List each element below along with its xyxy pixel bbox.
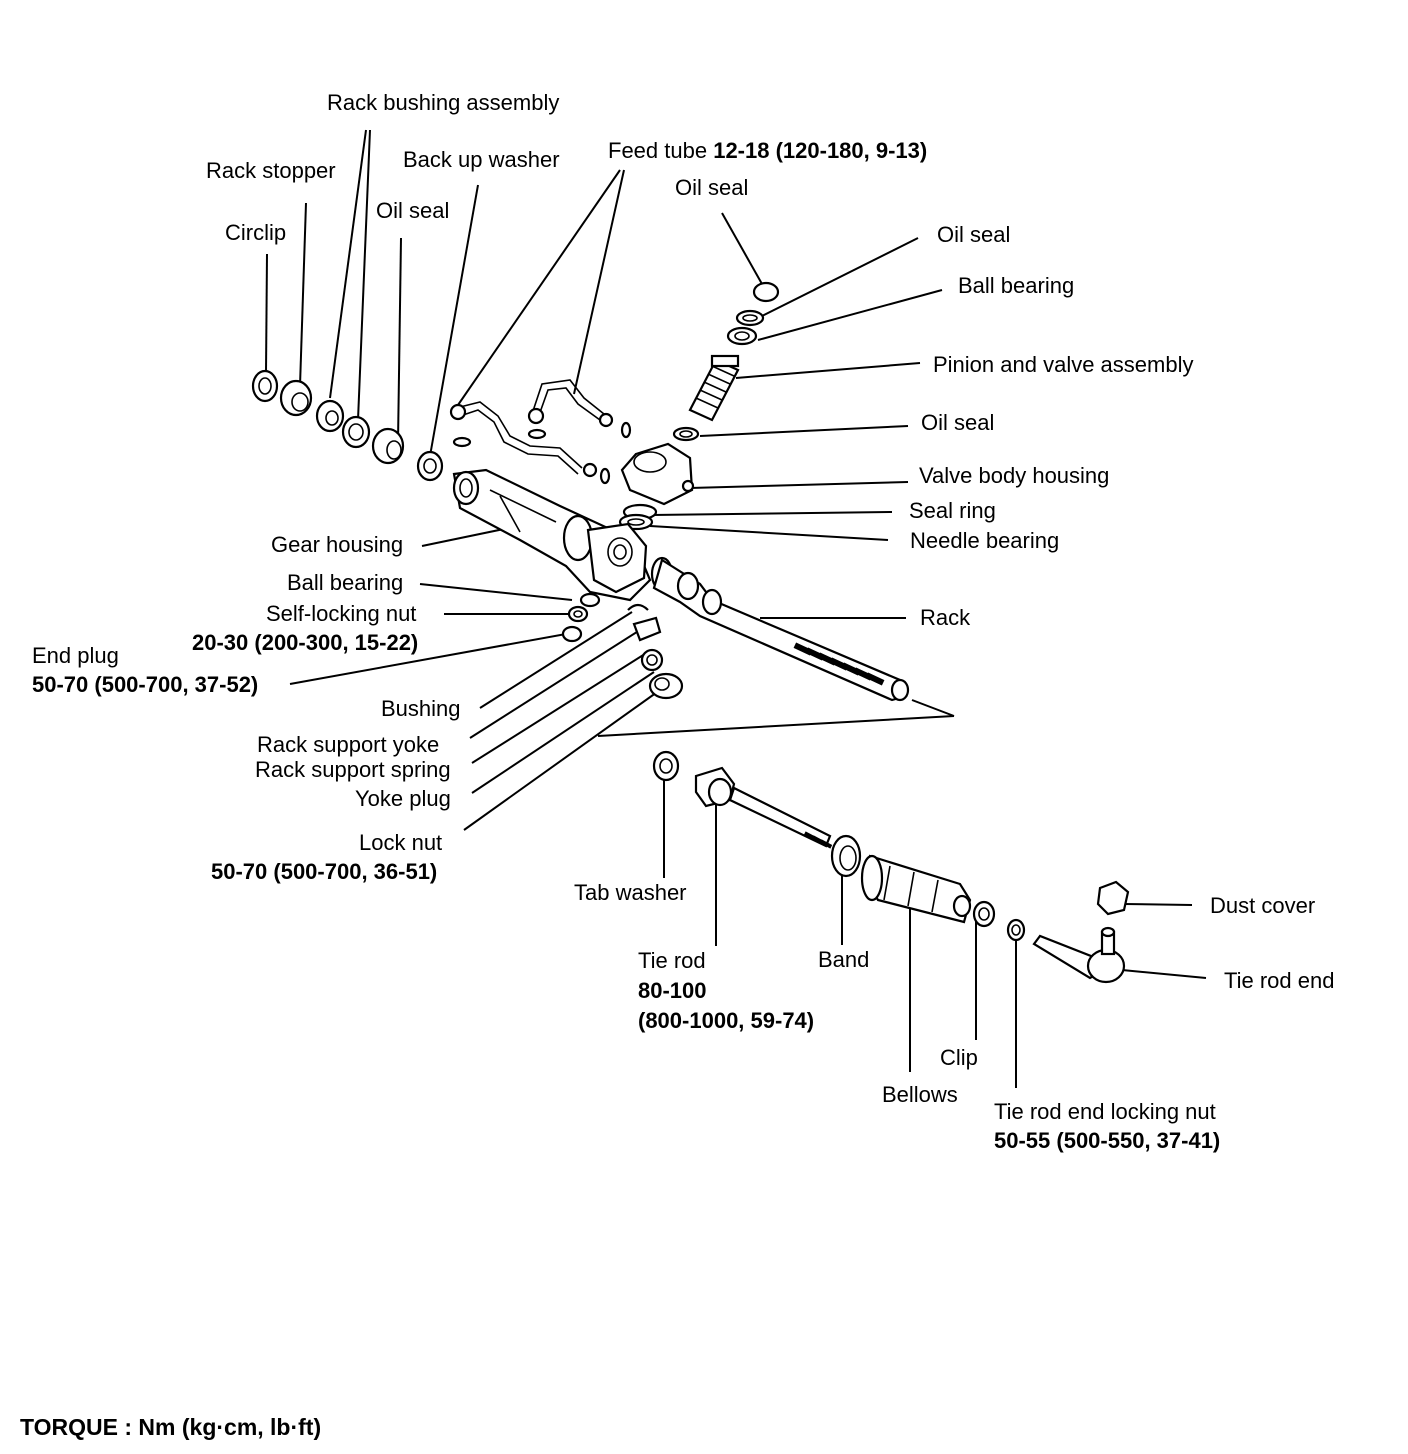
label-rack-bushing-assembly: Rack bushing assembly [327, 90, 560, 115]
label-band: Band [818, 947, 870, 972]
label-ball-bearing-top: Ball bearing [958, 273, 1075, 298]
label-lock-nut-torque: 50-70 (500-700, 36-51) [211, 859, 438, 884]
tie-rod-assembly-art [652, 750, 1026, 942]
label-lock-nut: Lock nut [359, 830, 443, 855]
label-end-plug: End plug [32, 643, 119, 668]
label-rack-support-spring: Rack support spring [255, 757, 451, 782]
label-circlip: Circlip [225, 220, 287, 245]
rack-art [652, 558, 910, 702]
label-bellows: Bellows [882, 1082, 958, 1107]
torque-units-footer: TORQUE : Nm (kg·cm, lb·ft) [20, 1414, 322, 1440]
valve-body-housing-art [618, 442, 695, 531]
label-end-plug-torque: 50-70 (500-700, 37-52) [32, 672, 259, 697]
label-clip: Clip [940, 1045, 978, 1070]
label-bushing: Bushing [381, 696, 461, 721]
feed-tube-art [449, 379, 632, 485]
label-tab-washer: Tab washer [574, 880, 687, 905]
label-tie-rod-end-locking-nut: Tie rod end locking nut [994, 1099, 1216, 1124]
label-oil-seal-mid: Oil seal [921, 410, 995, 435]
label-oil-seal-top: Oil seal [675, 175, 749, 200]
label-gear-housing: Gear housing [271, 532, 404, 557]
label-rack-support-yoke: Rack support yoke [257, 732, 440, 757]
label-yoke-plug: Yoke plug [355, 786, 451, 811]
feed-tube-name: Feed tube [608, 138, 708, 163]
label-self-locking-nut-torque: 20-30 (200-300, 15-22) [192, 630, 419, 655]
label-tie-rod: Tie rod [638, 948, 706, 973]
label-tie-rod-torque-nm: 80-100 [638, 978, 707, 1003]
label-valve-body-housing: Valve body housing [919, 463, 1110, 488]
label-pinion-valve-assembly: Pinion and valve assembly [933, 352, 1194, 377]
label-tie-rod-end: Tie rod end [1224, 968, 1335, 993]
label-tie-rod-end-locking-nut-torque: 50-55 (500-550, 37-41) [994, 1128, 1221, 1153]
label-back-up-washer: Back up washer [403, 147, 560, 172]
label-oil-seal-right: Oil seal [937, 222, 1011, 247]
label-rack: Rack [920, 605, 971, 630]
label-self-locking-nut: Self-locking nut [266, 601, 417, 626]
tie-rod-end-art [1032, 880, 1130, 984]
leader-lines [265, 129, 1207, 1088]
label-feed-tube: Feed tube 12-18 (120-180, 9-13) [608, 138, 927, 164]
label-needle-bearing: Needle bearing [910, 528, 1060, 553]
feed-tube-torque: 12-18 (120-180, 9-13) [713, 138, 928, 163]
label-dust-cover: Dust cover [1210, 893, 1316, 918]
label-rack-stopper: Rack stopper [206, 158, 336, 183]
label-oil-seal-left: Oil seal [376, 198, 450, 223]
label-ball-bearing-lower: Ball bearing [287, 570, 404, 595]
pinion-valve-art [672, 281, 780, 442]
lower-small-parts-art [561, 592, 684, 700]
label-tie-rod-torque-other: (800-1000, 59-74) [638, 1008, 815, 1033]
rack-bushing-stack-art [251, 369, 444, 482]
gear-housing-art [452, 468, 674, 602]
label-seal-ring: Seal ring [909, 498, 996, 523]
